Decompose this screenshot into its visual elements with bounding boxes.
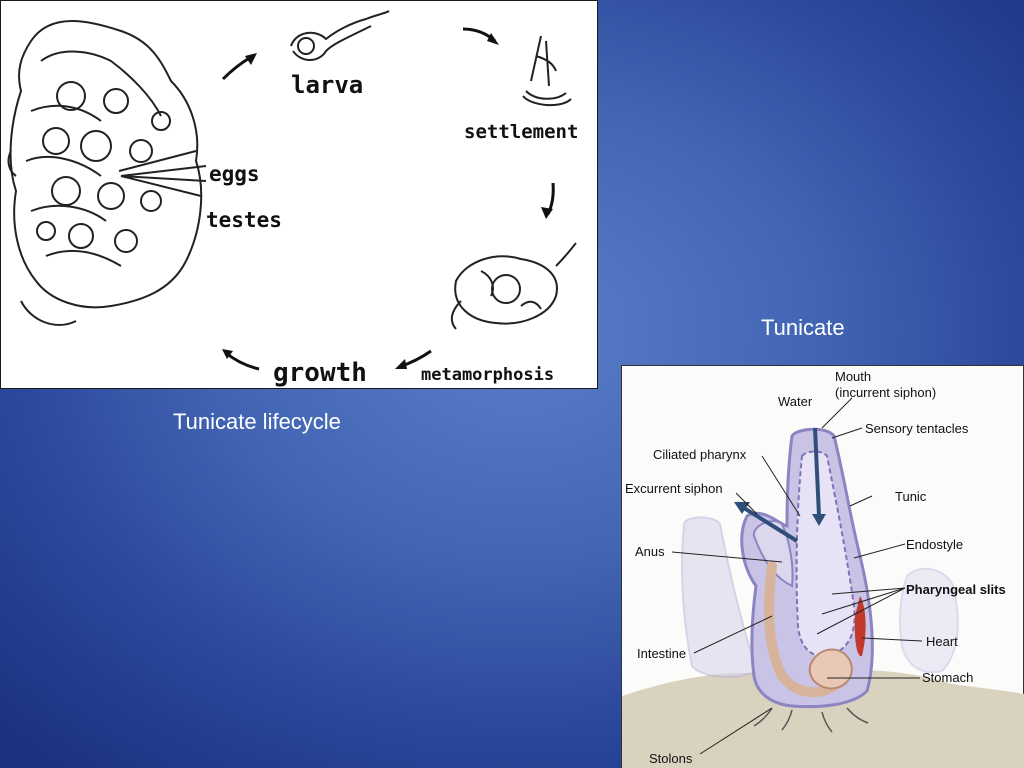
label-endostyle: Endostyle bbox=[906, 537, 963, 552]
label-anus: Anus bbox=[635, 544, 665, 559]
anatomy-svg: Mouth (incurrent siphon) Water Sensory t… bbox=[622, 369, 1024, 768]
stolons bbox=[753, 707, 869, 733]
water-outflow-arrow bbox=[742, 506, 799, 543]
label-pharyngeal-slits: Pharyngeal slits bbox=[906, 582, 1006, 597]
sand-substrate bbox=[622, 670, 1024, 768]
arrow-to-larva bbox=[221, 55, 252, 81]
label-mouth: Mouth bbox=[835, 369, 871, 384]
stage-growth-label: growth bbox=[273, 358, 367, 388]
arrow-heads bbox=[222, 33, 553, 369]
leader-lines bbox=[671, 397, 923, 755]
label-water: Water bbox=[778, 394, 813, 409]
label-heart: Heart bbox=[926, 634, 958, 649]
metamorphosis-illustration bbox=[450, 242, 577, 330]
stage-metamorphosis-label: metamorphosis bbox=[421, 365, 554, 385]
testes-label: testes bbox=[206, 208, 282, 232]
lifecycle-svg: larva settlement metamorphosis growth eg… bbox=[7, 10, 578, 388]
lifecycle-diagram: larva settlement metamorphosis growth eg… bbox=[0, 0, 598, 389]
stage-settlement-label: settlement bbox=[464, 121, 578, 143]
larva-illustration bbox=[290, 10, 390, 61]
pharynx bbox=[795, 450, 856, 658]
label-ciliated-pharynx: Ciliated pharynx bbox=[653, 447, 747, 462]
lifecycle-caption: Tunicate lifecycle bbox=[173, 409, 341, 434]
arrow-to-adult bbox=[225, 351, 260, 371]
settlement-illustration bbox=[522, 35, 572, 107]
label-stolons: Stolons bbox=[649, 751, 693, 766]
tunicate-caption: Tunicate bbox=[761, 315, 845, 340]
label-stomach: Stomach bbox=[922, 670, 973, 685]
intestine bbox=[764, 561, 842, 698]
label-tunic: Tunic bbox=[895, 489, 927, 504]
water-inflow-arrow bbox=[813, 427, 821, 517]
adult-colony-illustration bbox=[7, 20, 207, 326]
heart bbox=[854, 596, 866, 657]
cycle-arrows bbox=[221, 27, 555, 371]
tunicate-anatomy-diagram: Mouth (incurrent siphon) Water Sensory t… bbox=[621, 365, 1024, 768]
label-intestine: Intestine bbox=[637, 646, 686, 661]
stomach bbox=[808, 648, 853, 690]
stage-larva-label: larva bbox=[291, 71, 363, 99]
label-excurrent-siphon: Excurrent siphon bbox=[625, 481, 723, 496]
label-sensory-tentacles: Sensory tentacles bbox=[865, 421, 969, 436]
label-incurrent-siphon: (incurrent siphon) bbox=[835, 385, 936, 400]
eggs-label: eggs bbox=[209, 162, 260, 186]
